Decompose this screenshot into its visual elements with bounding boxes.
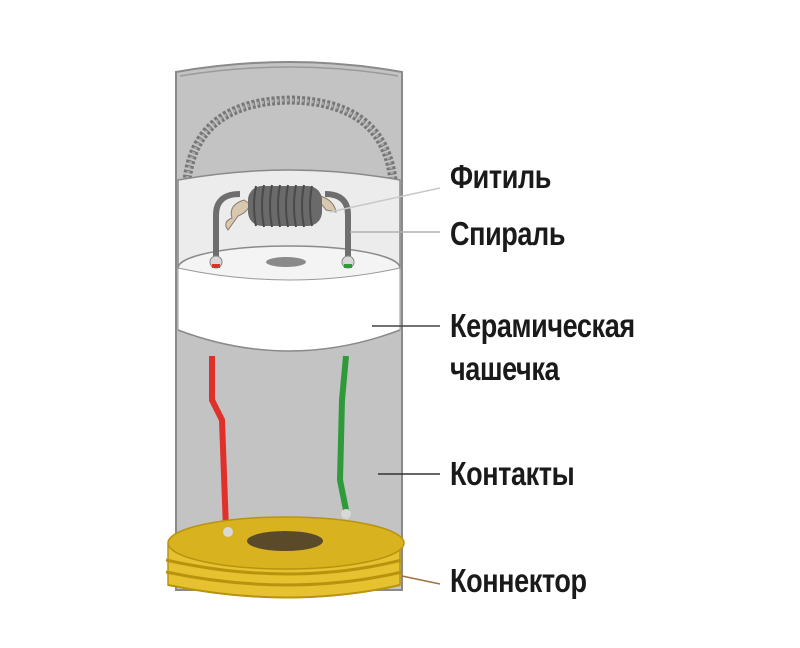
contact-wires — [209, 355, 349, 531]
label-connector: Коннектор — [450, 562, 587, 599]
chimney-dome — [181, 95, 399, 199]
connector — [165, 509, 405, 599]
coil — [248, 184, 322, 228]
wick — [225, 195, 337, 231]
label-contacts: Контакты — [450, 455, 575, 492]
label-coil: Спираль — [450, 215, 566, 252]
coil-legs — [209, 191, 355, 269]
leader-lines — [329, 187, 441, 585]
label-ceramic-cup: Керамическая — [450, 307, 635, 344]
label-wick: Фитиль — [450, 158, 551, 195]
ceramic-cup — [177, 267, 401, 352]
label-ceramic-cup-line2: чашечка — [450, 350, 560, 387]
